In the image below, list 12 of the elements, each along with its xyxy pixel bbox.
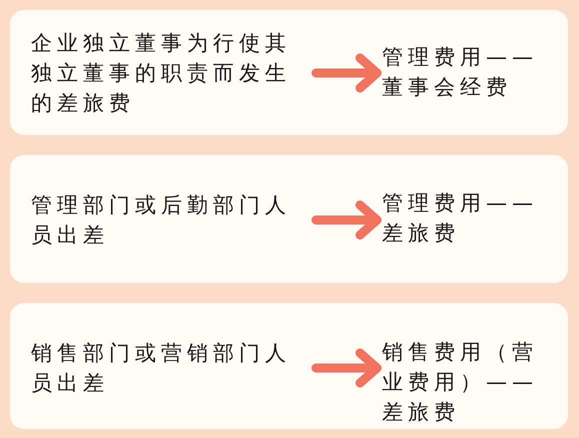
description-text: 销售部门或营销部门人员出差 [31,338,311,398]
arrow [312,200,382,240]
card [10,10,568,135]
description-text: 管理部门或后勤部门人员出差 [31,190,311,250]
card [10,303,568,429]
arrow [312,54,382,92]
account-text: 销售费用（营业费用）——差旅费 [382,337,552,427]
account-text: 管理费用——差旅费 [382,188,552,248]
card [10,155,568,283]
account-text: 管理费用——董事会经费 [382,42,552,102]
arrow [312,348,382,388]
description-text: 企业独立董事为行使其独立董事的职责而发生的差旅费 [31,28,311,118]
